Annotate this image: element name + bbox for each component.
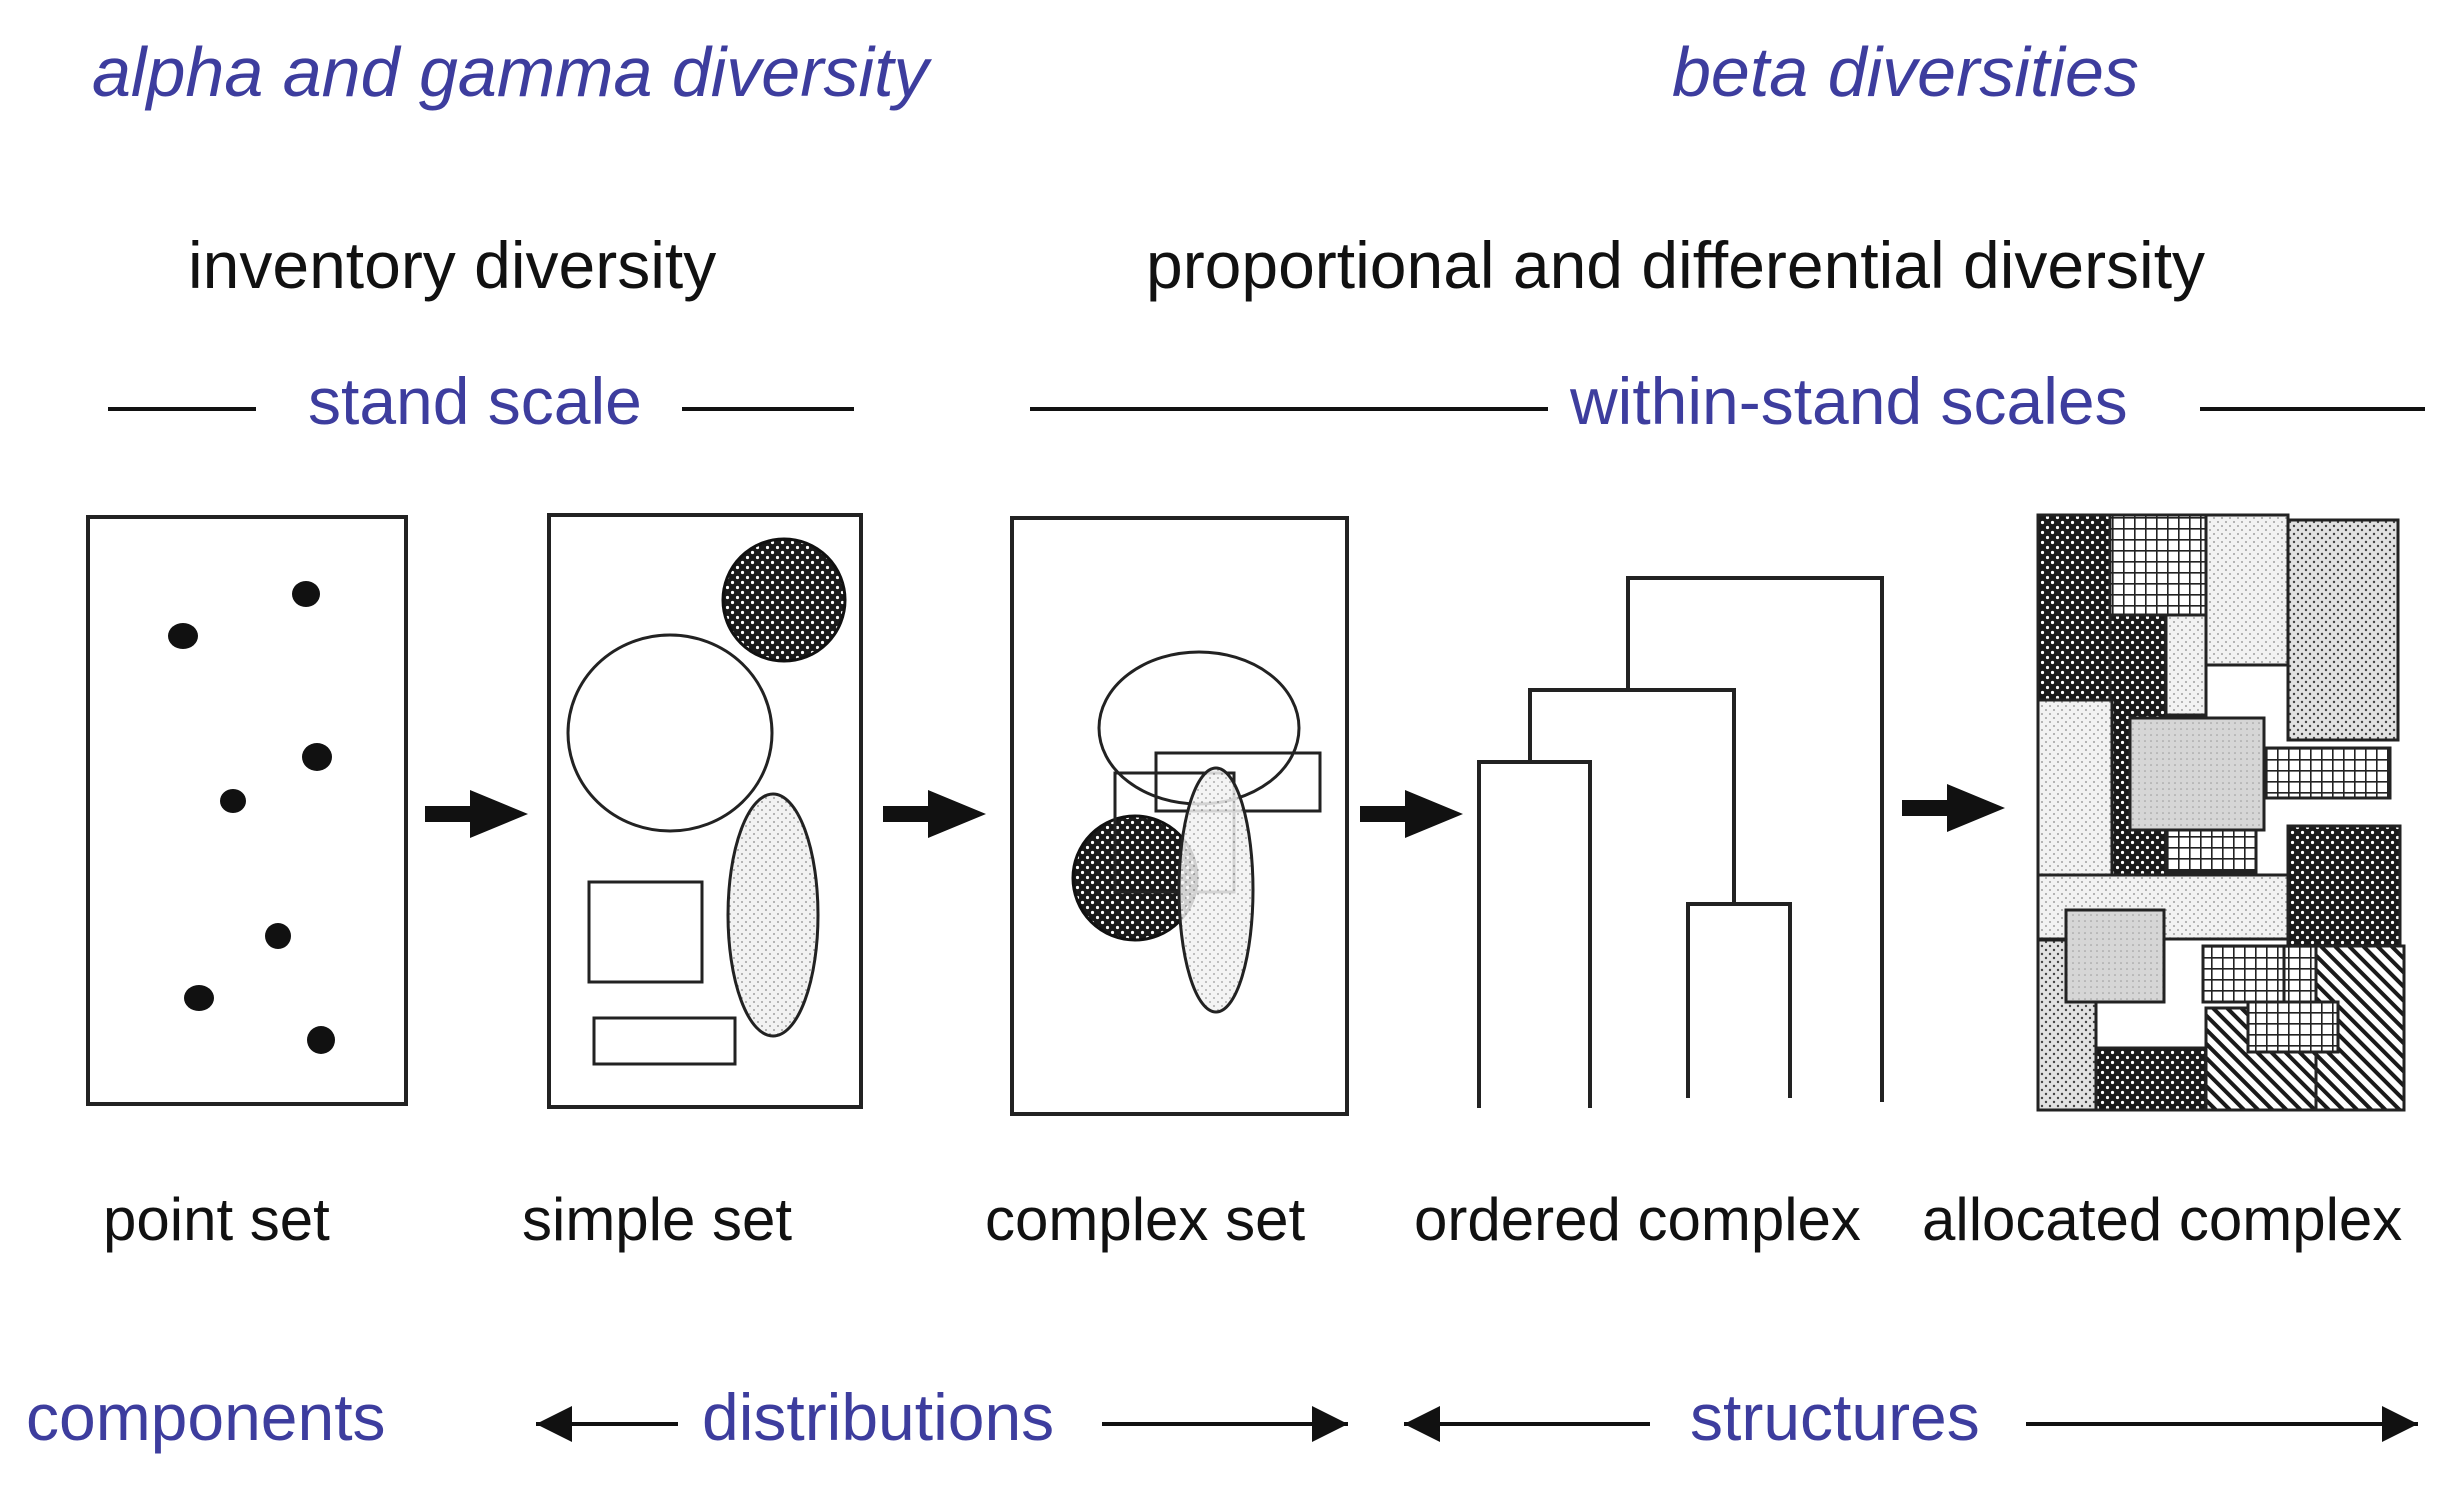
ordered-complex-label: ordered complex — [1414, 1186, 1861, 1253]
complex-set-label: complex set — [985, 1186, 1305, 1253]
stand-scale-label: stand scale — [308, 364, 642, 438]
arrow-2-icon — [883, 790, 986, 838]
within-stand-scales-label: within-stand scales — [1569, 364, 2128, 438]
arrow-3-icon — [1360, 790, 1463, 838]
ordered-complex-dendrogram — [1477, 576, 1884, 1108]
proportional-diversity-label: proportional and differential diversity — [1146, 228, 2205, 302]
simple-set-label: simple set — [522, 1186, 792, 1253]
arrow-4-icon — [1902, 784, 2005, 832]
alpha-gamma-heading: alpha and gamma diversity — [92, 33, 933, 111]
inventory-diversity-label: inventory diversity — [188, 228, 716, 302]
structures-label: structures — [1690, 1380, 1980, 1454]
components-label: components — [26, 1380, 386, 1454]
distributions-label: distributions — [702, 1380, 1054, 1454]
point-set-panel — [86, 515, 408, 1106]
beta-heading: beta diversities — [1672, 33, 2139, 111]
allocated-complex-mosaic — [2034, 510, 2406, 1116]
arrow-1-icon — [425, 790, 528, 838]
complex-set-panel — [1010, 516, 1349, 1116]
allocated-complex-label: allocated complex — [1922, 1186, 2402, 1253]
simple-set-panel — [547, 513, 863, 1109]
point-set-label: point set — [103, 1186, 330, 1253]
